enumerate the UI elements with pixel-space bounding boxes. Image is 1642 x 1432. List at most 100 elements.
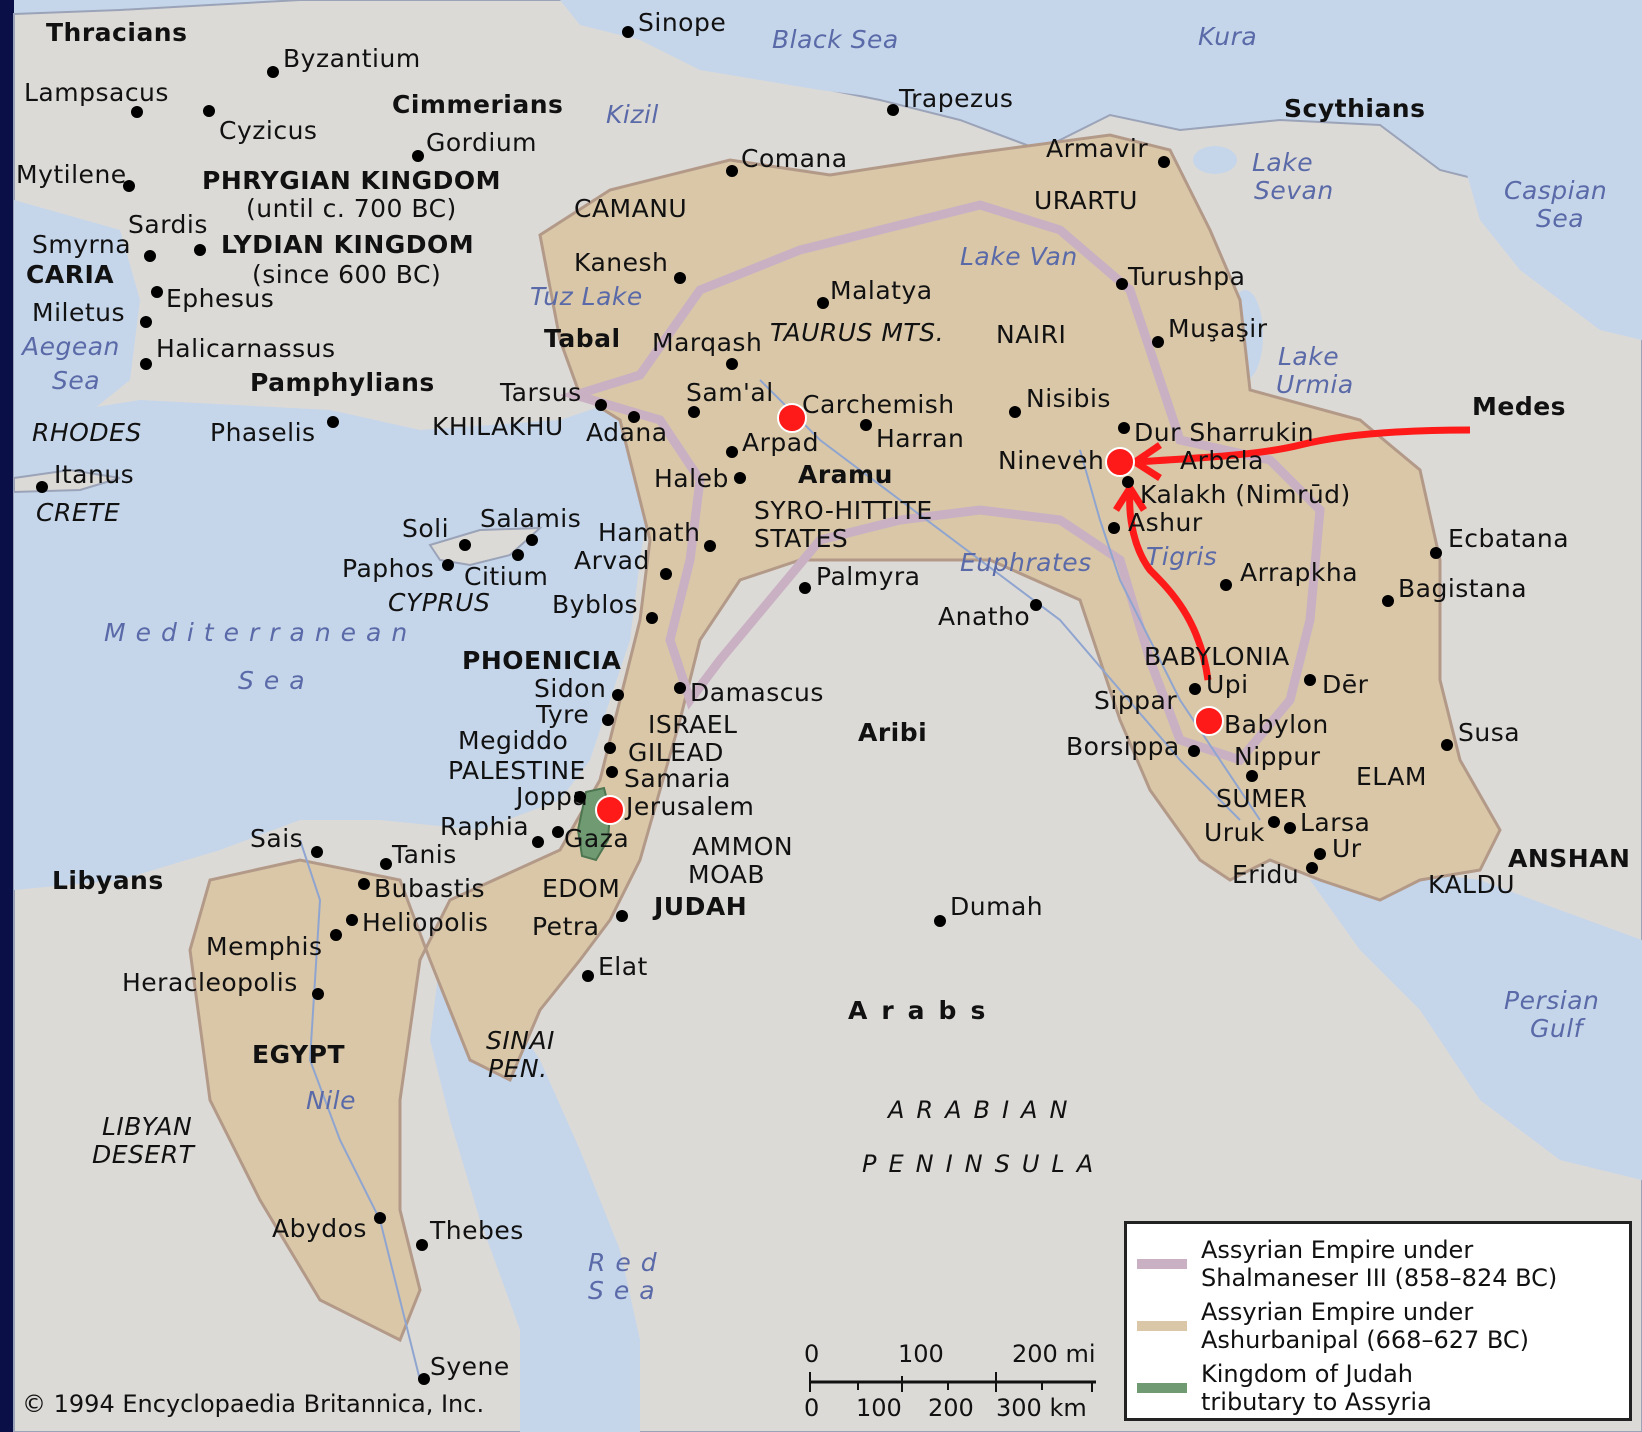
city-dot-larsa [1284, 822, 1296, 834]
label-persian-1: Persian [1504, 986, 1600, 1015]
label-cimmerians: Cimmerians [392, 90, 564, 119]
city-dot-arrapkha [1220, 579, 1232, 591]
city-dot-hamath [704, 540, 716, 552]
label-scythians: Scythians [1284, 94, 1426, 123]
label-armavir: Armavir [1046, 134, 1149, 163]
city-dot-itanus [36, 481, 48, 493]
city-dot-halicarnassus [140, 358, 152, 370]
city-dot-nippur [1246, 770, 1258, 782]
label-damascus: Damascus [690, 678, 824, 707]
label-elam: ELAM [1356, 762, 1427, 791]
label-sippar: Sippar [1094, 686, 1178, 715]
label-until-700: (until c. 700 BC) [246, 194, 457, 223]
label-caspian-2: Sea [1536, 204, 1585, 233]
city-dot-kanesh [674, 272, 686, 284]
label-pamphylians: Pamphylians [250, 368, 435, 397]
label-libyans: Libyans [52, 866, 164, 895]
legend-item-ashurbanipal: Assyrian Empire under Ashurbanipal (668–… [1137, 1298, 1529, 1354]
city-dot-phaselis [327, 416, 339, 428]
city-dot-sais [311, 846, 323, 858]
label-comana: Comana [741, 144, 848, 173]
city-dot-bagistana [1382, 595, 1394, 607]
label-gilead: GILEAD [628, 738, 724, 767]
scale-km-300: 300 km [996, 1394, 1087, 1422]
label-palmyra: Palmyra [816, 562, 921, 591]
city-dot-tarsus [595, 399, 607, 411]
legend-label-judah: Kingdom of Judah tributary to Assyria [1201, 1360, 1432, 1416]
city-dot-dumah [934, 915, 946, 927]
label-tabal: Tabal [544, 324, 621, 353]
city-dot-paphos [442, 559, 454, 571]
label-arabs: Arabs [848, 996, 1000, 1025]
copyright-notice: © 1994 Encyclopaedia Britannica, Inc. [22, 1390, 485, 1418]
city-dot-arvad [660, 568, 672, 580]
label-persian-2: Gulf [1530, 1014, 1583, 1043]
legend-label-shalmaneser: Assyrian Empire under Shalmaneser III (8… [1201, 1236, 1558, 1292]
label-susa: Susa [1458, 718, 1521, 747]
city-dot-trapezus [887, 104, 899, 116]
city-dot-anatho [1030, 599, 1042, 611]
city-dot-sinope [622, 26, 634, 38]
city-dot-samaria [606, 766, 618, 778]
city-dot-sardis [194, 244, 206, 256]
label-ecbatana: Ecbatana [1448, 524, 1570, 553]
river-nile [299, 839, 421, 1381]
city-dot-upi [1189, 683, 1201, 695]
city-dot-citium [512, 549, 524, 561]
label-heliopolis: Heliopolis [362, 908, 489, 937]
label-soli: Soli [402, 514, 450, 543]
label-borsippa: Borsippa [1066, 732, 1180, 761]
label-phaselis: Phaselis [210, 418, 316, 447]
city-dot-heliopolis [346, 914, 358, 926]
label-smyrna: Smyrna [32, 230, 132, 259]
city-dot-ur [1314, 848, 1326, 860]
city-dot-palmyra [799, 582, 811, 594]
label-arvad: Arvad [574, 546, 650, 575]
label-thracians: Thracians [46, 18, 188, 47]
scale-mi-0: 0 [804, 1340, 820, 1368]
label-anshan: ANSHAN [1508, 844, 1631, 873]
label-citium: Citium [464, 562, 549, 591]
label-lake-sevan-2: Sevan [1254, 176, 1334, 205]
label-bubastis: Bubastis [374, 874, 485, 903]
label-lake-sevan-1: Lake [1252, 148, 1314, 177]
arrowhead-medes [1128, 442, 1162, 481]
city-dot-arpad [726, 446, 738, 458]
label-ephesus: Ephesus [166, 284, 275, 313]
aegean-sea [14, 200, 140, 420]
label-syro-2: STATES [754, 524, 849, 553]
city-dot-harran [860, 419, 872, 431]
label-camanu: CAMANU [574, 194, 688, 223]
scale-bar [809, 1372, 1096, 1392]
label-salamis: Salamis [480, 504, 582, 533]
label-israel: ISRAEL [648, 710, 738, 739]
label-lydian-kingdom: LYDIAN KINGDOM [221, 230, 475, 259]
label-caria: CARIA [26, 260, 115, 289]
label-turushpa: Turushpa [1128, 262, 1246, 291]
label-cyzicus: Cyzicus [219, 116, 318, 145]
label-bagistana: Bagistana [1398, 574, 1528, 603]
label-sinope: Sinope [638, 8, 727, 37]
label-anatho: Anatho [938, 602, 1031, 631]
label-harran: Harran [876, 424, 965, 453]
city-dot-tanis [380, 858, 392, 870]
label-abydos: Abydos [272, 1214, 367, 1243]
label-haleb: Haleb [654, 464, 729, 493]
empire-ashurbanipal [188, 133, 1502, 1343]
city-dot-damascus [674, 682, 686, 694]
label-phrygian-kingdom: PHRYGIAN KINGDOM [202, 166, 502, 195]
label-paphos: Paphos [342, 554, 435, 583]
legend-label-ashurbanipal: Assyrian Empire under Ashurbanipal (668–… [1201, 1298, 1530, 1354]
label-med-sea: Sea [238, 666, 315, 695]
label-tarsus: Tarsus [500, 378, 582, 407]
label-euphrates: Euphrates [960, 548, 1092, 577]
label-nairi: NAIRI [996, 320, 1067, 349]
label-taurus: TAURUS MTS. [770, 318, 945, 347]
empire-shalmaneser [559, 200, 1325, 766]
label-dumah: Dumah [950, 892, 1044, 921]
city-dot-cyzicus [203, 105, 215, 117]
city-dot-gordium [412, 150, 424, 162]
city-dot-heracleopolis [312, 988, 324, 1000]
